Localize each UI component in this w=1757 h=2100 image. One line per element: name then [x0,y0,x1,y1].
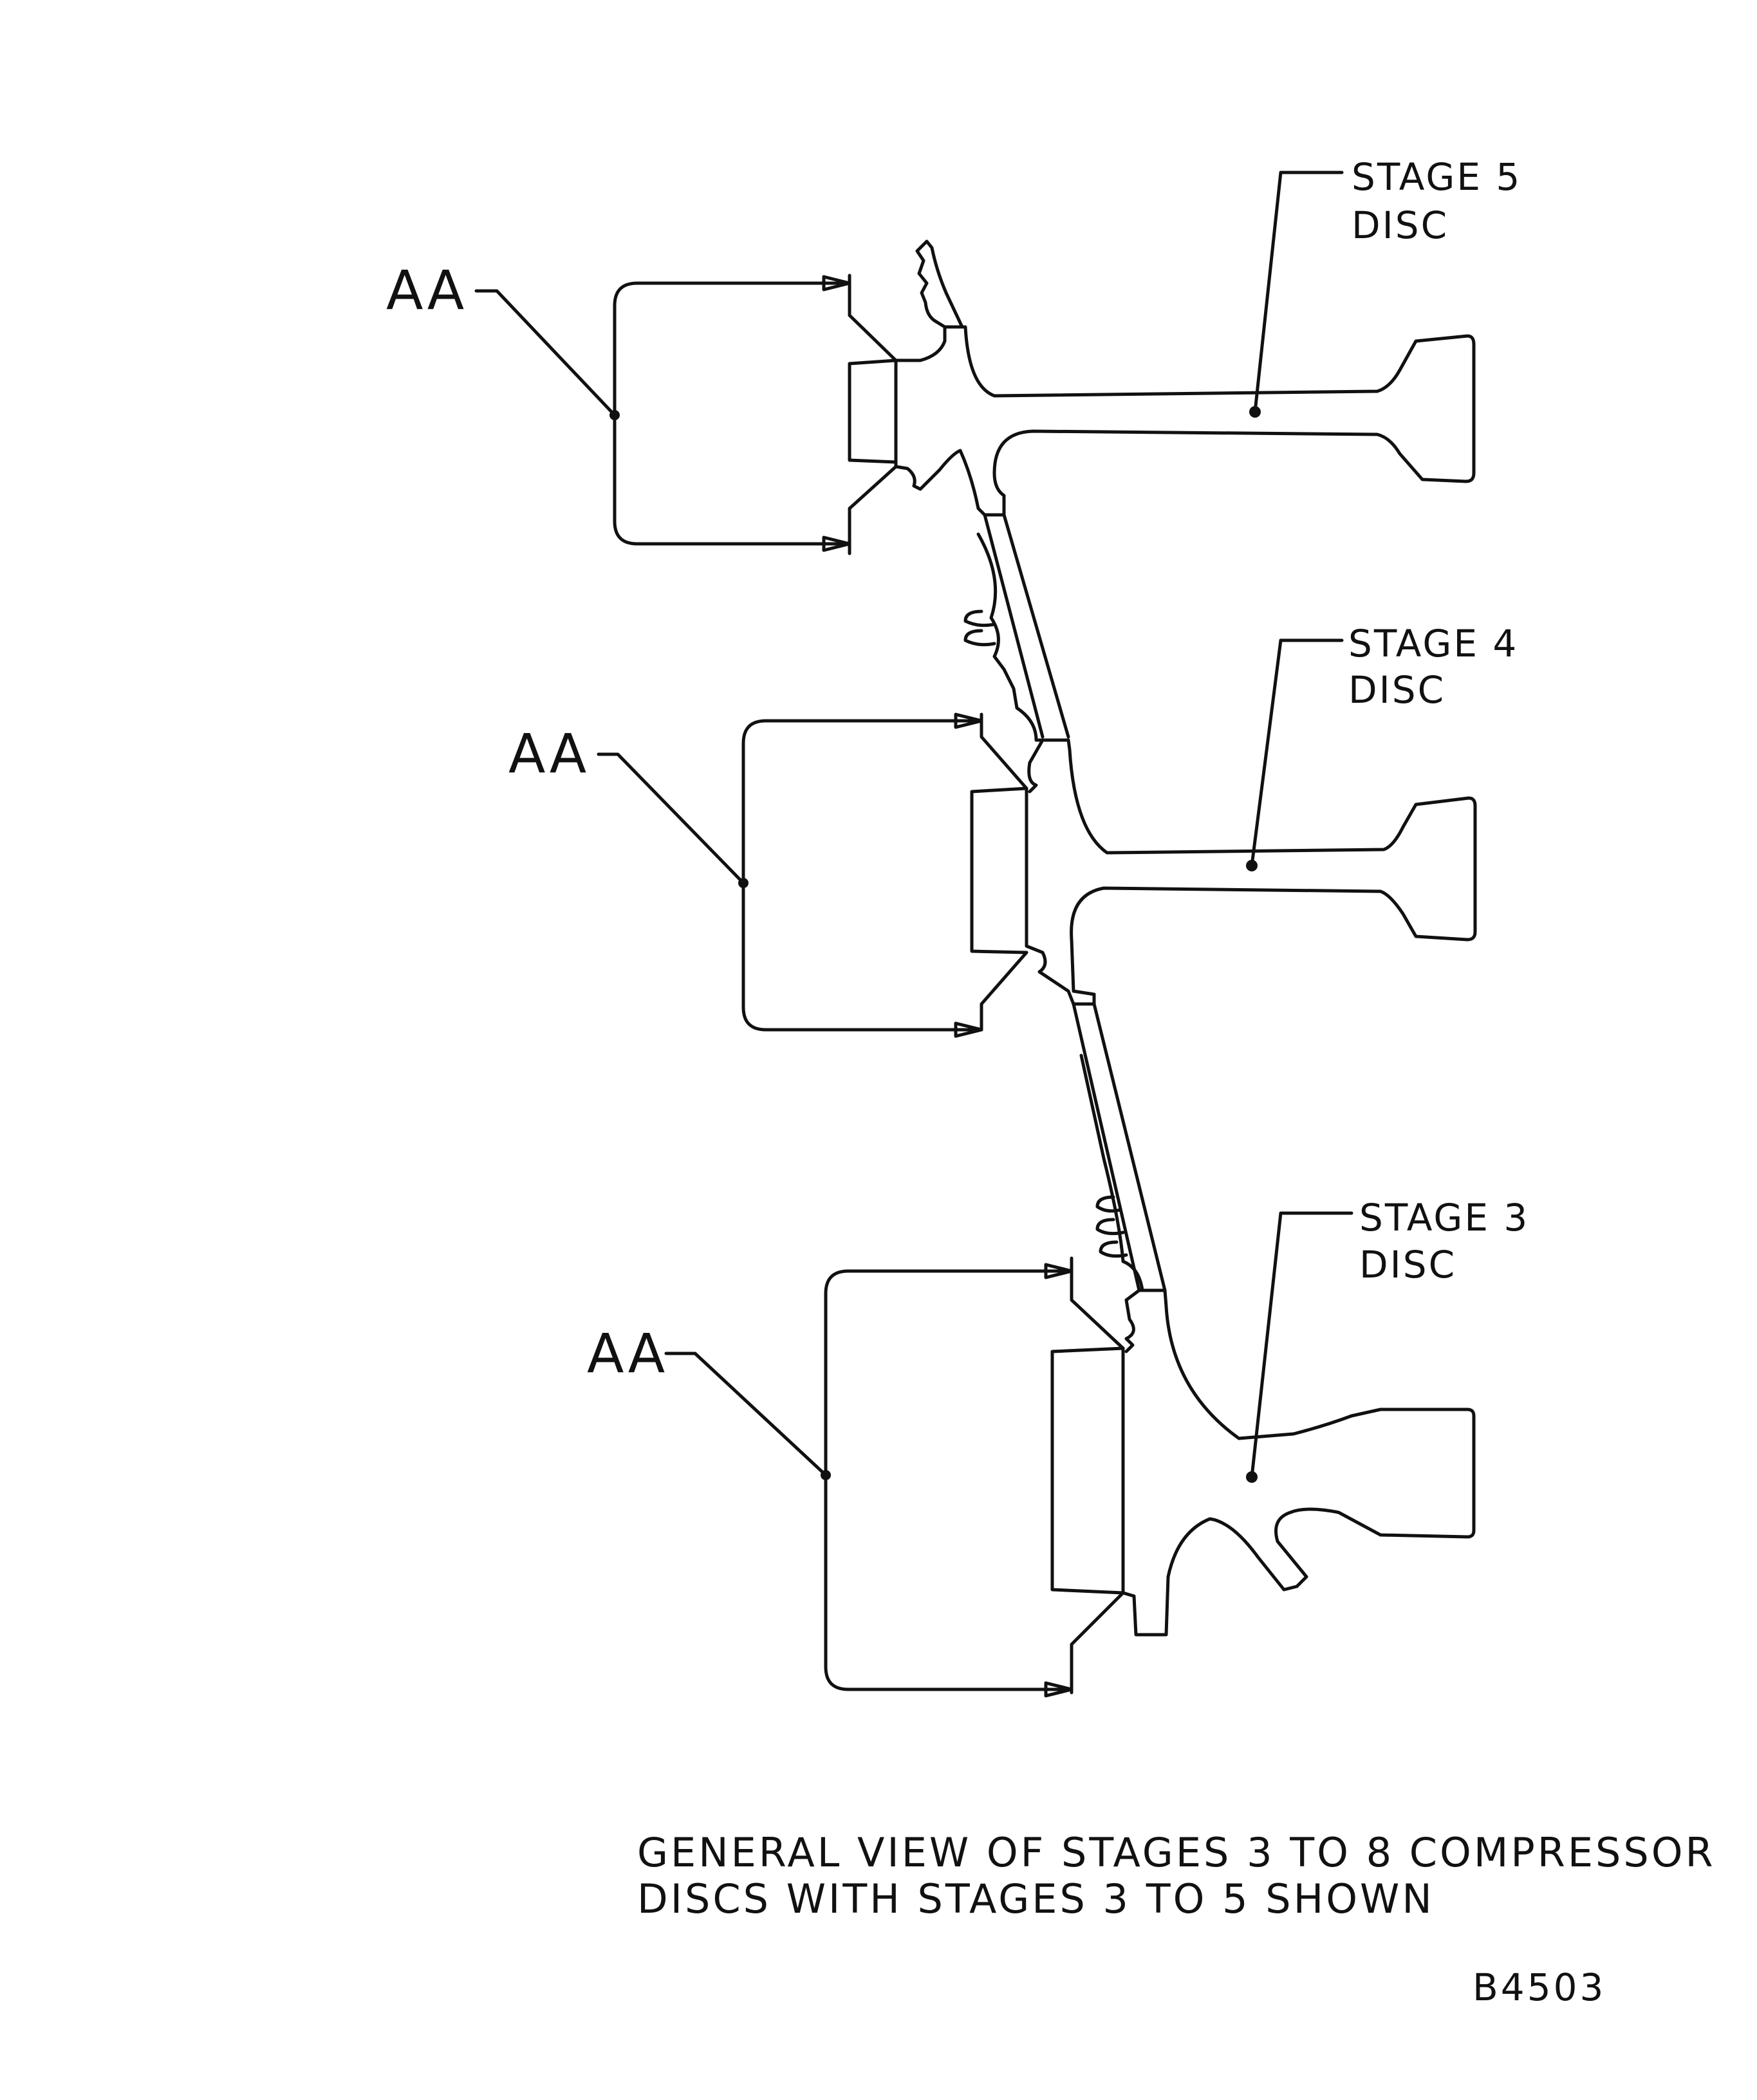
stage-4-label-line2: DISC [1348,668,1446,712]
caption-line1: GENERAL VIEW OF STAGES 3 TO 8 COMPRESSOR [637,1829,1716,1876]
stage-3-leader [1246,1211,1353,1483]
aa-label-middle: AA [508,722,589,785]
caption-line2: DISCS WITH STAGES 3 TO 5 SHOWN [637,1875,1435,1922]
stage-5-label-line1: STAGE 5 [1352,155,1521,199]
aa-label-top: AA [386,259,467,322]
stage-5-leader [1249,171,1344,418]
aa-bracket-middle [597,712,983,1038]
aa-label-bottom: AA [587,1322,667,1385]
figure-reference: B4503 [1473,1965,1606,2009]
aa-bracket-top [474,275,851,552]
stage-4-leader [1246,638,1344,871]
drum-5-to-4 [963,513,1070,742]
stage-4-label-line1: STAGE 4 [1348,622,1518,665]
stage-3-disc [1050,1256,1476,1695]
stage-3-label-line2: DISC [1359,1243,1456,1287]
stage-5-disc [848,239,1476,555]
aa-bracket-bottom [664,1263,1074,1698]
stage-5-label-line2: DISC [1352,203,1449,247]
stage-4-disc [970,712,1477,1032]
stage-3-label-line1: STAGE 3 [1359,1196,1529,1240]
drum-4-to-3 [1072,1002,1167,1292]
